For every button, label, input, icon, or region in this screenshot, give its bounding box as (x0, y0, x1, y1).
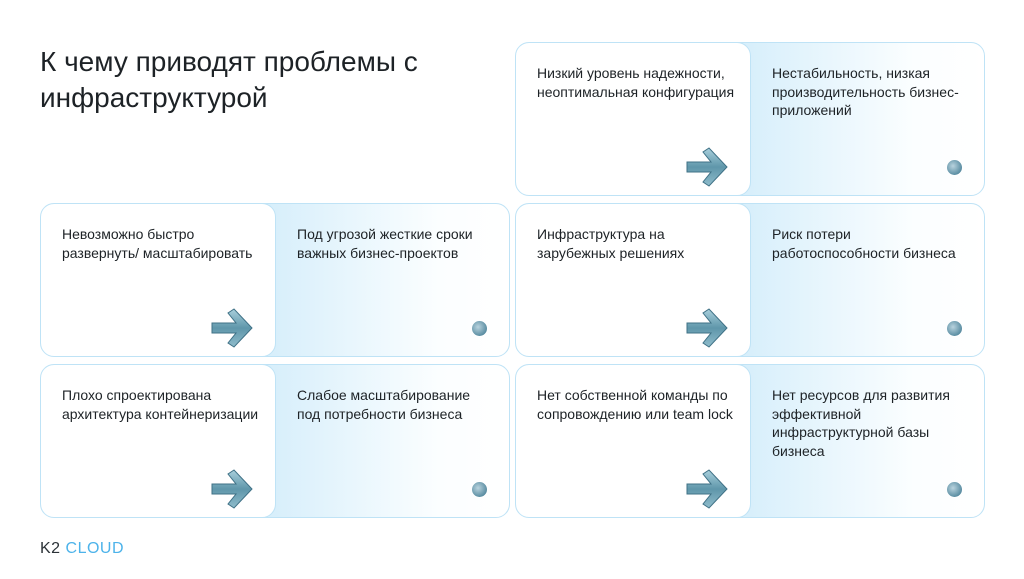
problem-panel: Инфраструктура на зарубежных решениях (516, 204, 751, 356)
problem-card: Невозможно быстро развернуть/ масштабиро… (40, 203, 510, 357)
arrow-right-icon (686, 147, 728, 187)
consequence-text: Слабое масштабирование под потребности б… (297, 387, 471, 422)
k2-cloud-logo: K2 CLOUD (40, 540, 125, 557)
arrow-right-icon (686, 308, 728, 348)
arrow-right-icon (211, 308, 253, 348)
problem-panel: Низкий уровень надежности, неоптимальная… (516, 43, 751, 195)
problem-card: Инфраструктура на зарубежных решениях Ри… (515, 203, 985, 357)
problem-card: Плохо спроектирована архитектура контейн… (40, 364, 510, 518)
problem-card: Нет собственной команды по сопровождению… (515, 364, 985, 518)
problem-text: Нет собственной команды по сопровождению… (537, 387, 733, 422)
sphere-icon (947, 482, 962, 497)
problem-panel: Нет собственной команды по сопровождению… (516, 365, 751, 517)
arrow-right-icon (211, 469, 253, 509)
consequence-text: Нет ресурсов для развития эффективной ин… (772, 387, 950, 459)
problem-text: Плохо спроектирована архитектура контейн… (62, 387, 259, 422)
consequence-text: Под угрозой жесткие сроки важных бизнес-… (297, 226, 473, 261)
sphere-icon (472, 482, 487, 497)
arrow-right-icon (686, 469, 728, 509)
problem-text: Инфраструктура на зарубежных решениях (537, 226, 685, 261)
sphere-icon (472, 321, 487, 336)
problem-card: Низкий уровень надежности, неоптимальная… (515, 42, 985, 196)
problem-panel: Плохо спроектирована архитектура контейн… (41, 365, 276, 517)
problem-text: Низкий уровень надежности, неоптимальная… (537, 65, 735, 100)
sphere-icon (947, 321, 962, 336)
problem-panel: Невозможно быстро развернуть/ масштабиро… (41, 204, 276, 356)
consequence-text: Нестабильность, низкая производительност… (772, 65, 959, 118)
page-title: К чему приводят проблемы с инфраструктур… (40, 46, 418, 113)
problem-text: Невозможно быстро развернуть/ масштабиро… (62, 226, 253, 261)
sphere-icon (947, 160, 962, 175)
consequence-text: Риск потери работоспособности бизнеса (772, 226, 956, 261)
